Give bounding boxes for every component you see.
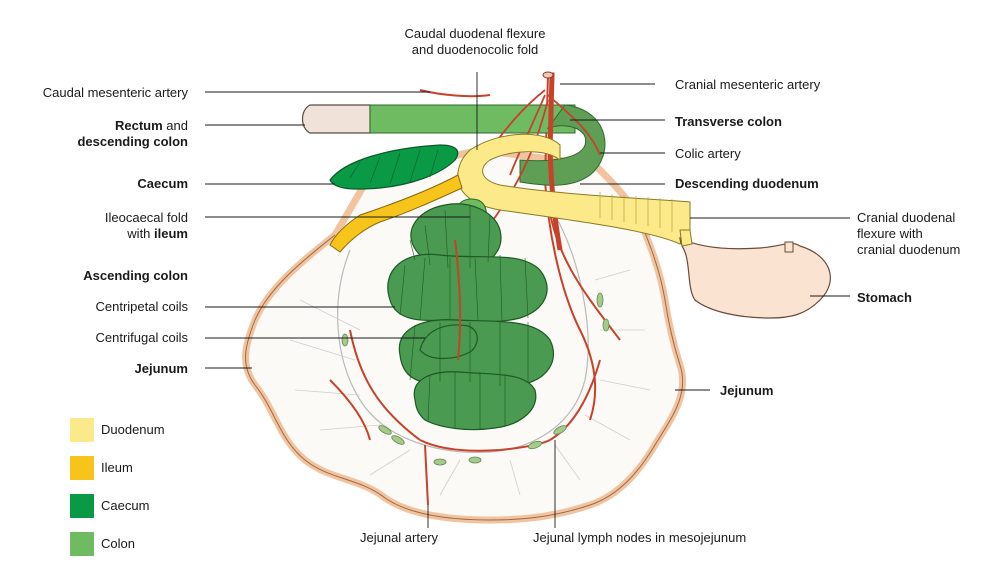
label-cranial-duodenal-flexure-line3: cranial duodenum xyxy=(857,242,961,257)
label-stomach: Stomach xyxy=(857,290,912,305)
rectum xyxy=(301,104,371,134)
label-ileum: ileum xyxy=(154,226,188,241)
label-jejunum-left: Jejunum xyxy=(134,361,188,376)
legend-label-caecum: Caecum xyxy=(101,498,150,513)
label-rectum-and: and xyxy=(162,118,188,133)
legend-swatch-colon xyxy=(70,532,94,556)
label-caudal-duodenal-flexure: Caudal duodenal flexure and duodenocolic… xyxy=(385,26,565,58)
label-ileocaecal-fold-line1: Ileocaecal fold xyxy=(104,210,188,225)
label-caudal-duodenal-flexure-line2: and duodenocolic fold xyxy=(411,42,539,57)
label-centrifugal-coils: Centrifugal coils xyxy=(95,330,189,345)
stomach-esophagus xyxy=(784,241,794,253)
label-colic-artery: Colic artery xyxy=(675,146,741,161)
label-caudal-mesenteric-artery: Caudal mesenteric artery xyxy=(42,85,188,100)
transverse-colon xyxy=(519,104,606,186)
stomach-shape xyxy=(679,237,831,319)
legend-swatch-caecum xyxy=(70,494,94,518)
label-caudal-duodenal-flexure-line1: Caudal duodenal flexure xyxy=(404,26,546,41)
legend-label-duodenum: Duodenum xyxy=(101,422,165,437)
legend-label-ileum: Ileum xyxy=(101,460,133,475)
label-ileocaecal-fold: Ileocaecal fold with ileum xyxy=(0,210,188,242)
descending-duodenum xyxy=(457,133,691,245)
cranial-duodenum xyxy=(679,229,693,247)
jejunal-lymph-nodes xyxy=(341,292,610,466)
caecum-shape xyxy=(329,144,459,190)
label-descending-colon: descending colon xyxy=(77,134,188,149)
legend-swatch-duodenum xyxy=(70,418,94,442)
label-with: with xyxy=(127,226,155,241)
descending-colon xyxy=(369,104,576,134)
mesojejunum-inner-line xyxy=(337,214,589,453)
label-transverse-colon: Transverse colon xyxy=(675,114,782,129)
label-caecum: Caecum xyxy=(137,176,188,191)
jejunum-coils xyxy=(387,203,555,431)
label-rectum: Rectum and descending colon xyxy=(0,118,188,150)
label-jejunal-lymph-nodes: Jejunal lymph nodes in mesojejunum xyxy=(533,530,747,545)
duodenum-stripes xyxy=(599,192,673,232)
mesentery-inner-border xyxy=(245,219,684,521)
legend-label-colon: Colon xyxy=(101,536,135,551)
label-jejunal-artery: Jejunal artery xyxy=(360,530,439,545)
mesentery-texture xyxy=(289,269,651,496)
ileum xyxy=(329,174,463,253)
caecum-texture xyxy=(349,149,439,185)
ileal-artery xyxy=(454,239,462,361)
label-cranial-mesenteric-artery: Cranial mesenteric artery xyxy=(675,77,821,92)
label-cranial-duodenal-flexure-line2: flexure with xyxy=(857,226,923,241)
label-rectum-bold: Rectum xyxy=(115,118,163,133)
jejunum-segments xyxy=(399,205,529,430)
label-centripetal-coils: Centripetal coils xyxy=(95,299,189,314)
label-cranial-duodenal-flexure: Cranial duodenal flexure with cranial du… xyxy=(857,210,960,258)
label-ascending-colon: Ascending colon xyxy=(83,268,188,283)
label-descending-duodenum: Descending duodenum xyxy=(675,176,819,191)
legend-swatch-ileum xyxy=(70,456,94,480)
leader-lines xyxy=(205,72,850,528)
label-cranial-duodenal-flexure-line1: Cranial duodenal xyxy=(857,210,956,225)
label-jejunum-right: Jejunum xyxy=(720,383,774,398)
